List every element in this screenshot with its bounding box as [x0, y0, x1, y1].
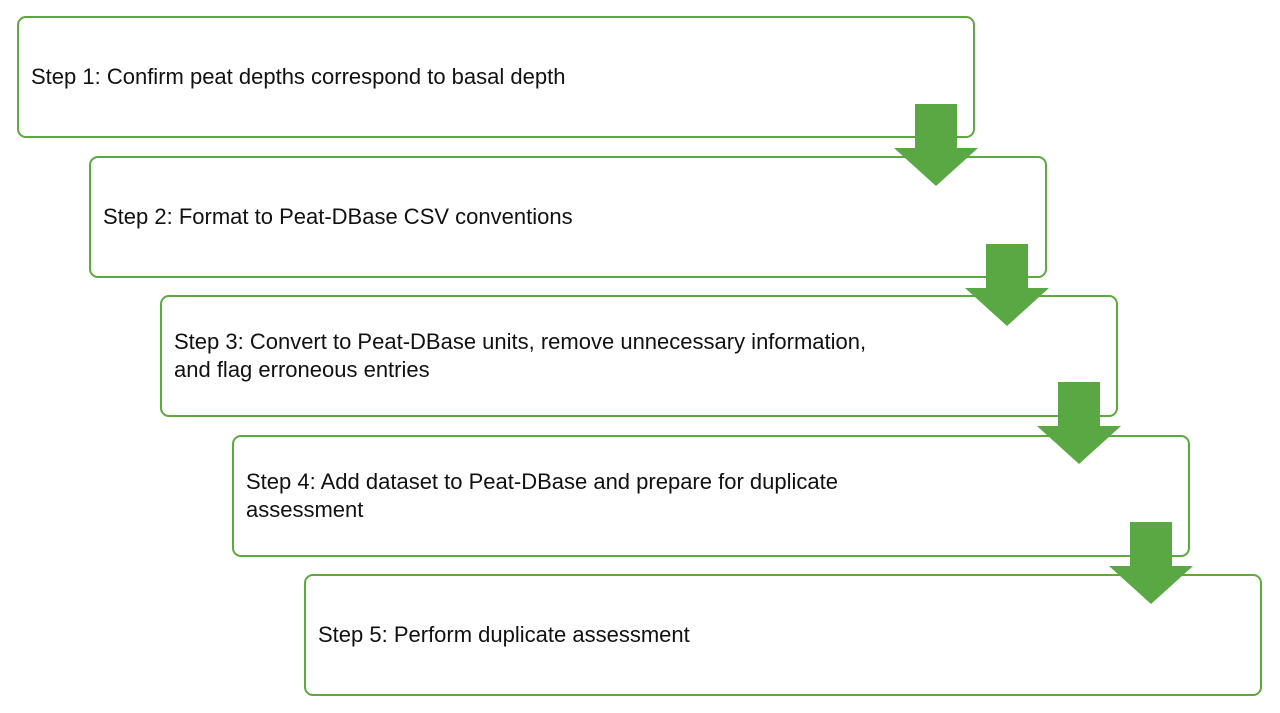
- step-2-box: Step 2: Format to Peat-DBase CSV convent…: [89, 156, 1047, 278]
- step-5-box: Step 5: Perform duplicate assessment: [304, 574, 1262, 696]
- step-1-box: Step 1: Confirm peat depths correspond t…: [17, 16, 975, 138]
- step-2-label: Step 2: Format to Peat-DBase CSV convent…: [103, 204, 573, 229]
- step-1-label: Step 1: Confirm peat depths correspond t…: [31, 64, 566, 89]
- down-arrow-icon: [965, 244, 1049, 326]
- down-arrow-icon: [1109, 522, 1193, 604]
- step-3-label: Step 3: Convert to Peat-DBase units, rem…: [174, 329, 867, 382]
- step-4-box: Step 4: Add dataset to Peat-DBase and pr…: [232, 435, 1190, 557]
- step-4-label: Step 4: Add dataset to Peat-DBase and pr…: [246, 469, 838, 522]
- step-3-box: Step 3: Convert to Peat-DBase units, rem…: [160, 295, 1118, 417]
- down-arrow-icon: [894, 104, 978, 186]
- down-arrow-icon: [1037, 382, 1121, 464]
- step-5-label: Step 5: Perform duplicate assessment: [318, 622, 690, 647]
